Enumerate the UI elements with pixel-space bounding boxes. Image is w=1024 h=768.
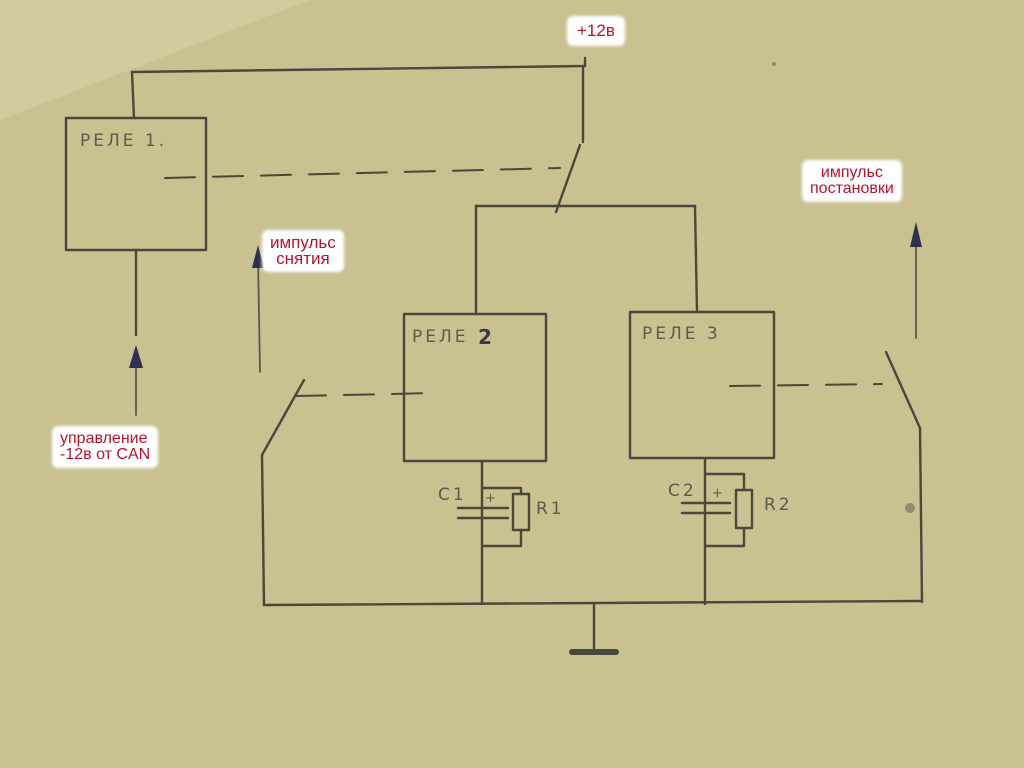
relay2-contact-ground-wire — [260, 453, 266, 607]
relay2-number: 2 — [478, 325, 492, 349]
pulse-on-arrow-head — [910, 222, 922, 247]
relay1-supply-wire — [130, 70, 136, 120]
relay3-contact — [884, 350, 922, 430]
pulse-off-line1: импульс — [270, 233, 336, 252]
control-line1: управление — [60, 430, 148, 447]
r2-resistor — [734, 488, 754, 530]
relay2-contact — [260, 378, 306, 457]
relay2-label-text: РЕЛЕ — [412, 327, 469, 347]
c1-plus-sign: + — [485, 491, 499, 506]
r1-top-wire — [480, 486, 523, 496]
r2-label: R2 — [764, 495, 793, 515]
control-line2: -12в от CAN — [60, 446, 151, 463]
pulse-on-line1: импульс — [820, 164, 883, 181]
relay1-mechanical-link — [164, 167, 561, 179]
r2-bottom-wire — [703, 526, 746, 548]
relay1-label: РЕЛЕ 1. — [80, 131, 167, 151]
pulse-on-label: импульс постановки — [804, 162, 900, 200]
relay3-label: РЕЛЕ 3 — [642, 324, 721, 344]
pulse-off-arrow-head — [252, 245, 264, 268]
pencil-smudge — [905, 503, 915, 513]
control-arrow-head — [129, 345, 143, 368]
relay3-box — [628, 310, 776, 460]
r1-label: R1 — [536, 499, 565, 519]
relay3-supply-wire — [693, 204, 699, 314]
supply-bus-wire — [130, 56, 587, 74]
control-label: управление -12в от CAN — [54, 428, 157, 466]
pulse-on-line2: постановки — [810, 180, 894, 197]
pulse-off-arrow-line — [257, 257, 261, 373]
ground-bus — [262, 599, 924, 607]
relay2-mechanical-link — [295, 392, 437, 397]
supply-voltage-text: +12в — [577, 21, 615, 40]
relay3-contact-ground-wire — [918, 426, 924, 604]
relay2-box — [402, 312, 548, 463]
r2-top-wire — [703, 472, 746, 492]
relay1-contact — [554, 143, 582, 214]
supply-voltage-label: +12в — [569, 18, 623, 44]
r1-resistor — [511, 492, 531, 532]
c2-plus-sign: + — [712, 486, 726, 501]
paper-light-corner — [0, 0, 310, 120]
pulse-off-line2: снятия — [276, 249, 330, 268]
r1-bottom-wire — [480, 528, 523, 548]
relay3-mechanical-link — [729, 383, 883, 387]
c2-label: C2 — [668, 481, 697, 501]
c1-label: C1 — [438, 485, 467, 505]
pulse-off-label: импульс снятия — [264, 232, 342, 270]
pencil-dot — [772, 62, 776, 66]
